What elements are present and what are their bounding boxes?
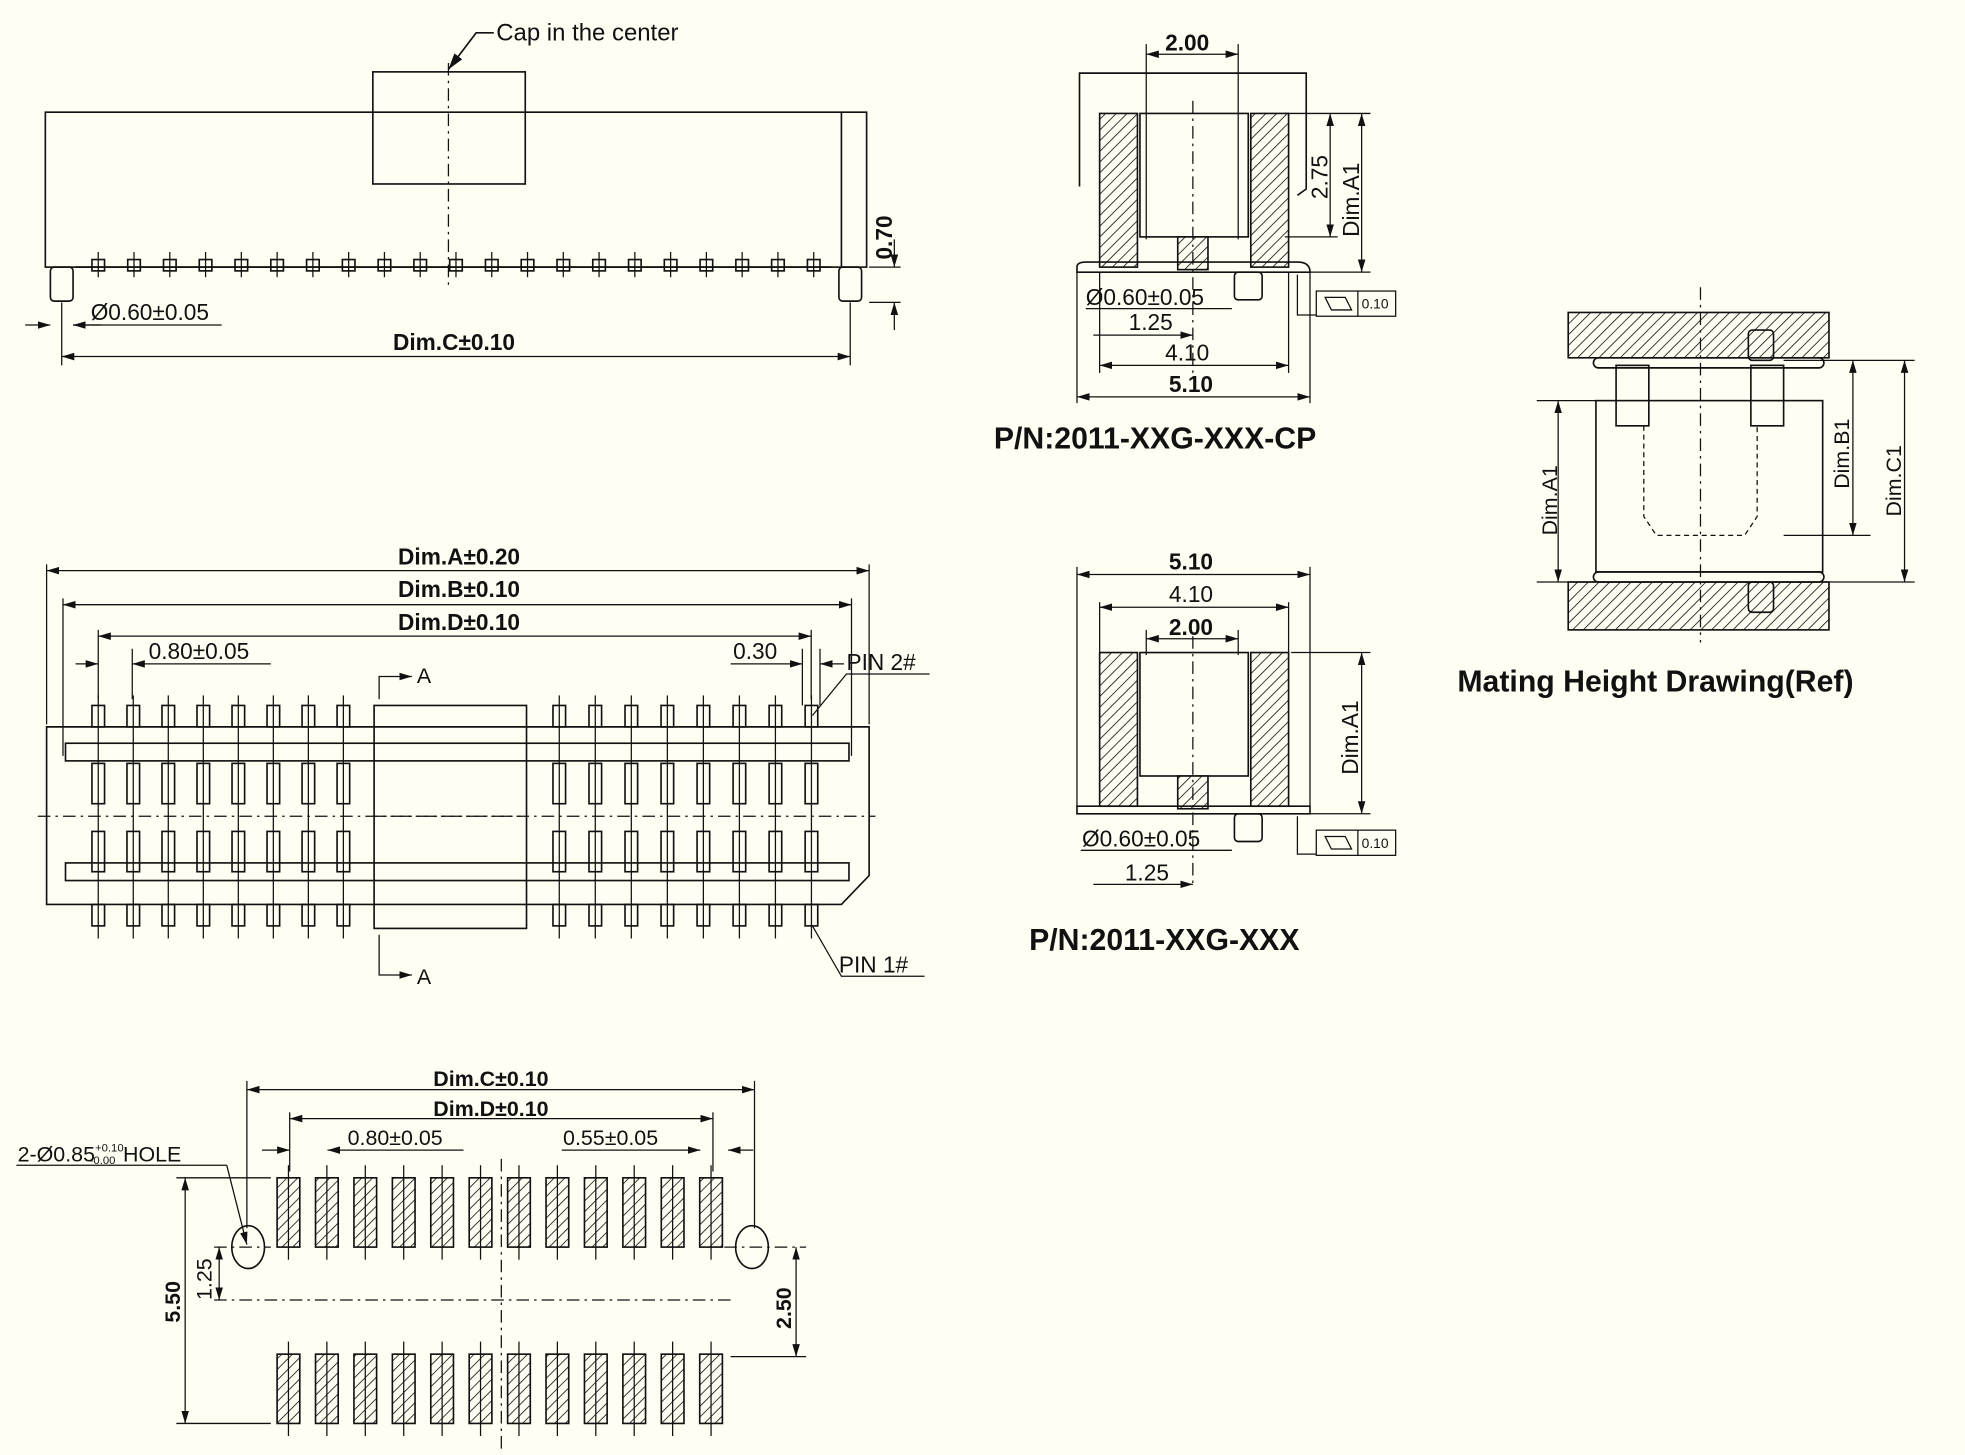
flatness-frame: [1315, 290, 1397, 317]
fp-pad-width: 0.55±0.05: [563, 1126, 658, 1150]
cp-flatness: 0.10: [1362, 296, 1389, 312]
std-part-number: P/N:2011-XXG-XXX: [1029, 924, 1299, 957]
cp-post-offset: 1.25: [1129, 309, 1173, 335]
std-flatness-frame: [1315, 829, 1397, 856]
cp-height: 2.75: [1307, 155, 1333, 199]
section-view-cp: 2.00 2.75 Dim.A1 0.10 Ø0.60±0.05 1.25 4.…: [994, 29, 1397, 455]
top-body-outline: [45, 726, 870, 906]
dim-a: Dim.A±0.20: [398, 543, 520, 569]
std-post-offset: 1.25: [1125, 860, 1169, 886]
std-inner-width: 2.00: [1169, 614, 1213, 640]
locating-post-right: [838, 266, 863, 302]
mating-height-drawing: Dim.A1 Dim.B1 Dim.C1 Mating Height Drawi…: [1457, 287, 1915, 699]
std-width-410: 4.10: [1169, 581, 1213, 607]
fp-row-spacing: 2.50: [772, 1287, 796, 1329]
pcb-footprint: Dim.C±0.10 Dim.D±0.10 0.80±0.05 0.55±0.0…: [16, 1067, 807, 1449]
dim-d: Dim.D±0.10: [398, 609, 520, 635]
dim-c: Dim.C±0.10: [393, 329, 515, 355]
locating-post-left: [49, 266, 74, 302]
mating-title: Mating Height Drawing(Ref): [1457, 666, 1853, 699]
fp-hole-offset: 1.25: [193, 1258, 217, 1300]
cp-post-dia: Ø0.60±0.05: [1086, 284, 1204, 310]
connector-body: [44, 111, 868, 268]
mating-dim-b1: Dim.B1: [1830, 419, 1854, 489]
section-view-standard: 5.10 4.10 2.00 Dim.A1 0.10 Ø0.60±0.05 1.…: [1029, 548, 1397, 957]
section-a-top: A: [417, 664, 432, 688]
front-view: Cap in the center 0.70 Ø0.60±0.05 Dim.C±…: [25, 19, 901, 366]
cp-part-number: P/N:2011-XXG-XXX-CP: [994, 422, 1316, 455]
pitch-dim: 0.80±0.05: [149, 638, 250, 664]
cp-inner-width: 2.00: [1165, 29, 1209, 55]
pick-up-cap: [372, 71, 527, 185]
cp-width-510: 5.10: [1169, 371, 1213, 397]
std-width-510: 5.10: [1169, 548, 1213, 574]
height-dim: 0.70: [871, 215, 897, 259]
fp-dim-d: Dim.D±0.10: [433, 1097, 548, 1121]
front-pins: [75, 251, 832, 278]
dim-b: Dim.B±0.10: [398, 576, 520, 602]
mating-dim-a1: Dim.A1: [1538, 465, 1562, 535]
mating-dim-c1: Dim.C1: [1882, 445, 1906, 516]
fp-dim-c: Dim.C±0.10: [433, 1067, 548, 1091]
cp-width-410: 4.10: [1165, 339, 1209, 365]
top-view: Dim.A±0.20 Dim.B±0.10 Dim.D±0.10 0.80±0.…: [37, 543, 930, 989]
pin1-label: PIN 1#: [839, 951, 909, 977]
top-pins: [91, 695, 819, 939]
section-a-bottom: A: [417, 965, 432, 989]
post-diameter-dim: Ø0.60±0.05: [91, 299, 209, 325]
cp-dim-a1: Dim.A1: [1338, 163, 1364, 237]
std-post-dia: Ø0.60±0.05: [1082, 826, 1200, 852]
cap-note: Cap in the center: [496, 19, 678, 46]
std-dim-a1: Dim.A1: [1337, 700, 1363, 774]
fp-total-height: 5.50: [161, 1281, 185, 1323]
std-flatness: 0.10: [1362, 835, 1389, 851]
fp-pads: [276, 1165, 724, 1437]
fp-pitch: 0.80±0.05: [348, 1126, 443, 1150]
pin2-label: PIN 2#: [846, 649, 916, 675]
offset-dim: 0.30: [733, 638, 777, 664]
cap-outline: [1078, 72, 1308, 196]
